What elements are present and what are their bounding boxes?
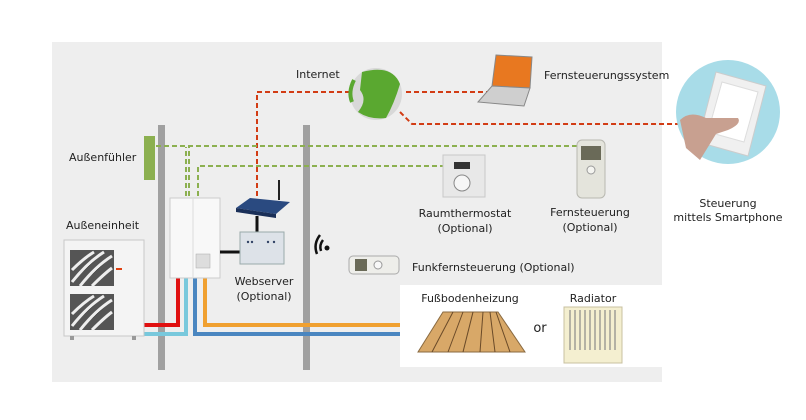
smartphone-label-line1: Steuerung [699, 197, 757, 210]
floor-heating-icon [417, 311, 526, 353]
webserver-icon [239, 231, 285, 265]
floor-heating-label: Fußbodenheizung [421, 292, 519, 305]
radiator-icon [563, 306, 623, 364]
wireless-remote-label: Funkfernsteuerung (Optional) [412, 261, 575, 274]
globe-icon [348, 68, 402, 120]
internet-label: Internet [296, 68, 340, 81]
outdoor-sensor-label: Außenfühler [69, 151, 137, 164]
pipe-return [144, 278, 188, 336]
smartphone-icon [676, 60, 780, 164]
sensor-links [156, 145, 585, 196]
remote-control-icon [576, 139, 606, 199]
remote-control-label: Fernsteuerung [550, 206, 630, 219]
router-icon [236, 180, 290, 232]
room-thermostat-optional-label: (Optional) [437, 222, 493, 235]
radiator-label: Radiator [569, 292, 617, 305]
interior-wall [303, 125, 310, 370]
thermostat-link [197, 165, 445, 196]
wireless-remote-icon [348, 255, 400, 275]
outdoor-unit-icon [63, 239, 145, 340]
outdoor-sensor-icon [144, 136, 155, 180]
pipe-hot [144, 278, 180, 327]
remote-system-label: Fernsteuerungssystem [544, 69, 670, 82]
or-label: or [533, 321, 547, 336]
room-thermostat-label: Raumthermostat [418, 207, 512, 220]
webserver-label: Webserver [234, 275, 294, 288]
pipe-orange [203, 278, 400, 327]
globe-smartphone-link [399, 111, 680, 125]
router-internet-link [256, 91, 350, 196]
pipes [144, 278, 400, 336]
room-thermostat-icon [442, 154, 486, 198]
laptop-icon [476, 54, 533, 107]
exterior-wall [158, 125, 165, 370]
outdoor-unit-label: Außeneinheit [66, 219, 140, 232]
indoor-unit-icon [169, 197, 221, 279]
pipe-blue [193, 278, 400, 336]
remote-control-optional-label: (Optional) [562, 221, 618, 234]
wireless-signal-icon [314, 234, 330, 255]
smartphone-label-line2: mittels Smartphone [673, 211, 783, 224]
internet-links [256, 91, 680, 196]
webserver-optional-label: (Optional) [236, 290, 292, 303]
